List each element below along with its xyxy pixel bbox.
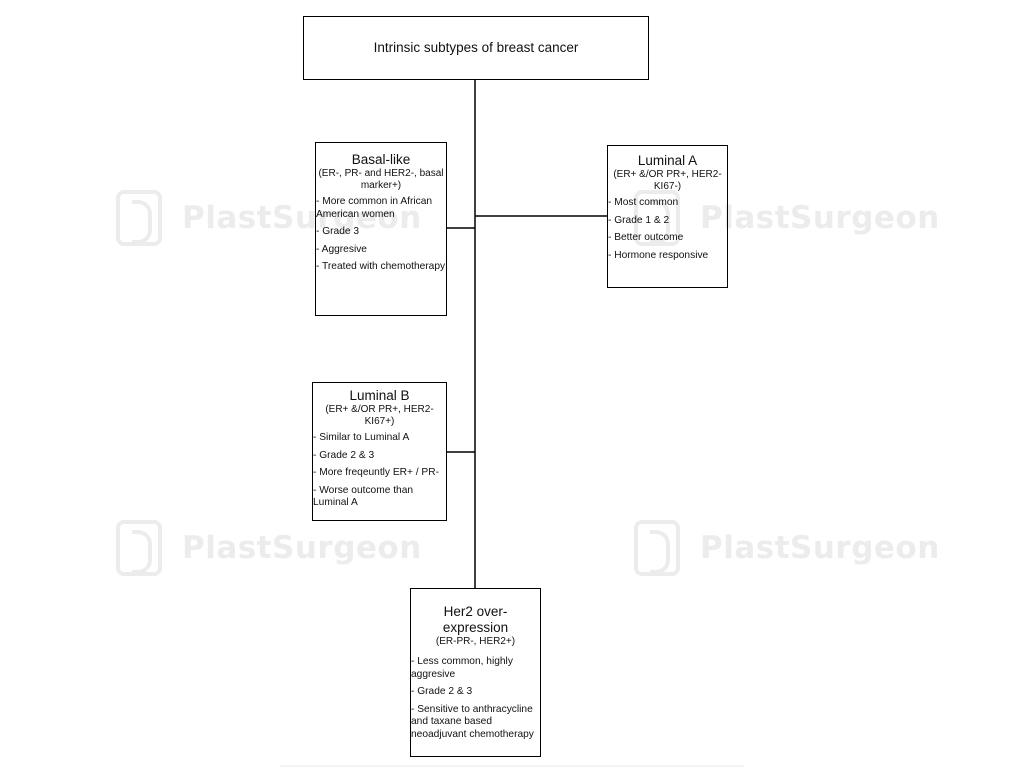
luminal-a-item: - Grade 1 & 2	[608, 214, 670, 226]
luminal-a-markers: (ER+ &/OR PR+, HER2- KI67-)	[613, 169, 722, 192]
luminal-b-item: - More freqeuntly ER+ / PR-	[313, 467, 439, 478]
basal-like-item: - Grade 3	[316, 226, 360, 237]
luminal-a-title: Luminal A	[637, 153, 698, 168]
footer-divider	[280, 765, 744, 767]
luminal-a-item: - Most common	[608, 197, 679, 208]
her2-title: Her2 over-expression	[442, 604, 509, 635]
luminal-b-item: - Grade 2 & 3	[313, 449, 375, 461]
basal-like-markers: (ER-, PR- and HER2-, basal marker+)	[318, 168, 444, 191]
root-node: Intrinsic subtypes of breast cancer	[303, 16, 649, 80]
root-title: Intrinsic subtypes of breast cancer	[373, 39, 579, 55]
luminal-b-item: - Worse outcome than Luminal A	[313, 484, 414, 509]
basal-like-item: - Treated with chemotherapy	[316, 261, 446, 272]
her2-item: - Less common, highly aggresive	[411, 656, 513, 680]
her2-markers: (ER-PR-, HER2+)	[435, 636, 516, 647]
luminal-b-node: Luminal B (ER+ &/OR PR+, HER2-KI67+) - S…	[312, 382, 447, 521]
luminal-a-item: - Hormone responsive	[608, 249, 709, 261]
luminal-a-node: Luminal A (ER+ &/OR PR+, HER2- KI67-) - …	[607, 145, 728, 288]
her2-item: - Grade 2 & 3	[411, 686, 473, 697]
luminal-b-item: - Similar to Luminal A	[313, 432, 410, 443]
luminal-b-markers: (ER+ &/OR PR+, HER2-KI67+)	[325, 404, 434, 427]
basal-like-item: - More common in African American women	[316, 196, 433, 220]
luminal-a-item: - Better outcome	[608, 232, 684, 243]
her2-node: Her2 over-expression (ER-PR-, HER2+) - L…	[410, 588, 541, 757]
basal-like-item: - Aggresive	[316, 243, 367, 255]
basal-like-node: Basal-like (ER-, PR- and HER2-, basal ma…	[315, 142, 447, 316]
basal-like-title: Basal-like	[351, 152, 411, 167]
her2-item: - Sensitive to anthracycline and taxane …	[411, 703, 534, 740]
luminal-b-title: Luminal B	[349, 388, 410, 403]
